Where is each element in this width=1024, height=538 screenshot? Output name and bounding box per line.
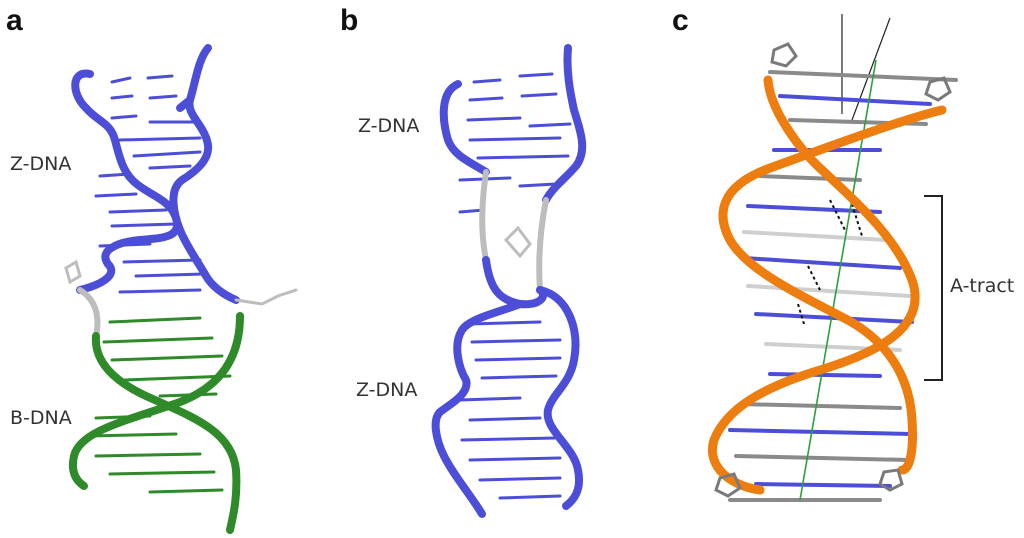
panel-c-backbone — [708, 75, 947, 495]
panel-c-letter: c — [672, 4, 689, 37]
panel-b-lower-z-dna — [431, 256, 583, 518]
panel-a-b-dna-bases — [88, 316, 232, 494]
panel-b: b Z-DNA — [340, 4, 587, 518]
panel-a-label-z-dna: Z-DNA — [10, 153, 71, 175]
panel-a: a — [6, 4, 298, 534]
panel-c: c — [672, 4, 1014, 502]
panel-a-b-dna-structure — [69, 312, 244, 534]
panel-a-label-b-dna: B-DNA — [10, 407, 72, 429]
panel-b-lower-bases — [458, 320, 562, 500]
panel-c-a-tract-bracket — [924, 195, 943, 381]
panel-c-hydrogen-bonds — [797, 199, 863, 325]
panel-a-z-dna-bases — [94, 74, 206, 294]
panel-a-junction — [64, 259, 298, 339]
panel-b-upper-z-dna — [439, 44, 587, 204]
panel-b-junction — [479, 169, 549, 293]
panel-c-label-a-tract: A-tract — [950, 275, 1014, 297]
panel-a-z-dna-structure — [71, 44, 240, 304]
panel-b-label-z-dna-upper: Z-DNA — [358, 115, 419, 137]
panel-b-label-z-dna-lower: Z-DNA — [356, 379, 417, 401]
panel-c-bent-axis — [851, 17, 891, 121]
panel-b-letter: b — [340, 4, 358, 37]
panel-c-sugars — [714, 42, 952, 498]
panel-b-upper-bases — [458, 72, 572, 214]
panel-a-letter: a — [6, 4, 23, 37]
panel-c-base-pairs — [728, 70, 958, 502]
